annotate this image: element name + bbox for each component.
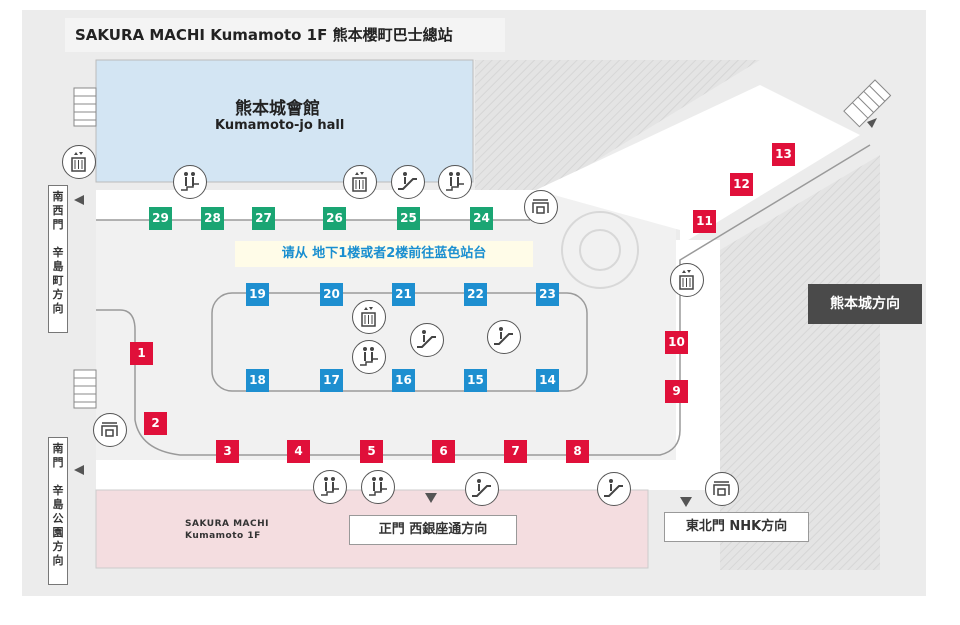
- stairs-icon: [173, 165, 207, 199]
- escalator-icon: [487, 320, 521, 354]
- title-background: [65, 18, 505, 52]
- direction-char: 園: [52, 526, 64, 539]
- sakura-machi-label: SAKURA MACHI Kumamoto 1F: [185, 518, 269, 542]
- stairs-west-lower: [73, 369, 97, 409]
- direction-char: 門: [52, 218, 64, 231]
- direction-char: 門: [52, 456, 64, 469]
- direction-char: 島: [52, 260, 64, 273]
- bus-stop-green: 26: [323, 207, 346, 230]
- direction-char: 南: [52, 190, 64, 203]
- diagonal-road: [536, 85, 860, 245]
- bus-stop-red: 4: [287, 440, 310, 463]
- direction-nanmon: 南門 辛島公園方向: [48, 437, 68, 585]
- bus-stop-blue-top: 22: [464, 283, 487, 306]
- direction-char: 公: [52, 512, 64, 525]
- bus-stop-red: 12: [730, 173, 753, 196]
- elevator-icon: [352, 300, 386, 334]
- escalator-icon: [597, 472, 631, 506]
- bus-stop-blue-bottom: 15: [464, 369, 487, 392]
- bus-stop-blue-bottom: 17: [320, 369, 343, 392]
- kumamoto-jo-hall: [95, 59, 474, 183]
- direction-char: 辛: [52, 484, 64, 497]
- stairs-icon: [352, 340, 386, 374]
- bus-stop-green: 29: [149, 207, 172, 230]
- bus-stop-green: 28: [201, 207, 224, 230]
- direction-main-gate: 正門 西銀座通方向: [349, 515, 517, 545]
- bus-stop-red: 3: [216, 440, 239, 463]
- bus-stop-red: 9: [665, 380, 688, 403]
- escalator-icon: [410, 323, 444, 357]
- direction-nanseimon: 南西門 辛島町方向: [48, 185, 68, 333]
- elevator-icon: [62, 145, 96, 179]
- plaza-area: [96, 190, 676, 485]
- ticket-office-icon: [524, 190, 558, 224]
- ticket-office-icon: [93, 413, 127, 447]
- elevator-icon: [343, 165, 377, 199]
- stairs-northeast: [843, 79, 892, 128]
- direction-char: 西: [52, 204, 64, 217]
- arrow-main-gate: [425, 493, 437, 503]
- hatched-area-top: [475, 60, 760, 195]
- direction-kumamoto-castle: 熊本城方向: [808, 284, 922, 324]
- elevator-icon: [670, 263, 704, 297]
- direction-char: 辛: [52, 246, 64, 259]
- arrow-northeast: [867, 118, 877, 128]
- stairs-west-upper: [73, 87, 97, 127]
- curb-lower: [96, 144, 871, 456]
- bus-stop-red: 5: [360, 440, 383, 463]
- bus-stop-red: 8: [566, 440, 589, 463]
- arrow-west-upper: [74, 195, 84, 205]
- bus-stop-blue-top: 19: [246, 283, 269, 306]
- bus-stop-green: 24: [470, 207, 493, 230]
- roundabout-inner: [579, 229, 621, 271]
- arrow-west-lower: [74, 465, 84, 475]
- stairs-icon: [313, 470, 347, 504]
- direction-northeast-gate: 東北門 NHK方向: [664, 512, 809, 542]
- direction-char: [49, 470, 67, 484]
- escalator-icon: [465, 472, 499, 506]
- bus-stop-blue-top: 20: [320, 283, 343, 306]
- roundabout: [561, 211, 639, 289]
- hall-name-en: Kumamoto-jo hall: [215, 118, 345, 133]
- bus-stop-red: 2: [144, 412, 167, 435]
- arrow-northeast-gate: [680, 497, 692, 507]
- bus-stop-red: 10: [665, 331, 688, 354]
- bus-stop-red: 1: [130, 342, 153, 365]
- hall-name-jp: 熊本城會館: [235, 99, 320, 119]
- direction-char: 南: [52, 442, 64, 455]
- bus-stop-red: 13: [772, 143, 795, 166]
- sakura-machi-label-line1: SAKURA MACHI: [185, 519, 270, 529]
- bus-stop-blue-top: 21: [392, 283, 415, 306]
- bus-stop-red: 7: [504, 440, 527, 463]
- bus-stop-blue-bottom: 14: [536, 369, 559, 392]
- direction-char: 島: [52, 498, 64, 511]
- direction-char: 町: [52, 274, 64, 287]
- stairs-icon: [438, 165, 472, 199]
- hatched-area-right: [720, 155, 880, 570]
- map-title: SAKURA MACHI Kumamoto 1F 熊本櫻町巴士總站: [75, 26, 453, 44]
- direction-char: 方: [52, 540, 64, 553]
- bus-stop-blue-bottom: 18: [246, 369, 269, 392]
- escalator-icon: [391, 165, 425, 199]
- direction-char: 向: [52, 554, 64, 567]
- stairs-icon: [361, 470, 395, 504]
- bus-stop-red: 6: [432, 440, 455, 463]
- direction-char: [49, 232, 67, 246]
- bus-stop-red: 11: [693, 210, 716, 233]
- ticket-office-icon: [705, 472, 739, 506]
- bus-stop-blue-bottom: 16: [392, 369, 415, 392]
- bus-stop-blue-top: 23: [536, 283, 559, 306]
- bus-stop-green: 27: [252, 207, 275, 230]
- bus-stop-green: 25: [397, 207, 420, 230]
- direction-char: 向: [52, 302, 64, 315]
- sakura-machi-label-line2: Kumamoto 1F: [185, 531, 261, 541]
- blue-platform-notice: 请从 地下1楼或者2楼前往蓝色站台: [235, 241, 533, 267]
- direction-char: 方: [52, 288, 64, 301]
